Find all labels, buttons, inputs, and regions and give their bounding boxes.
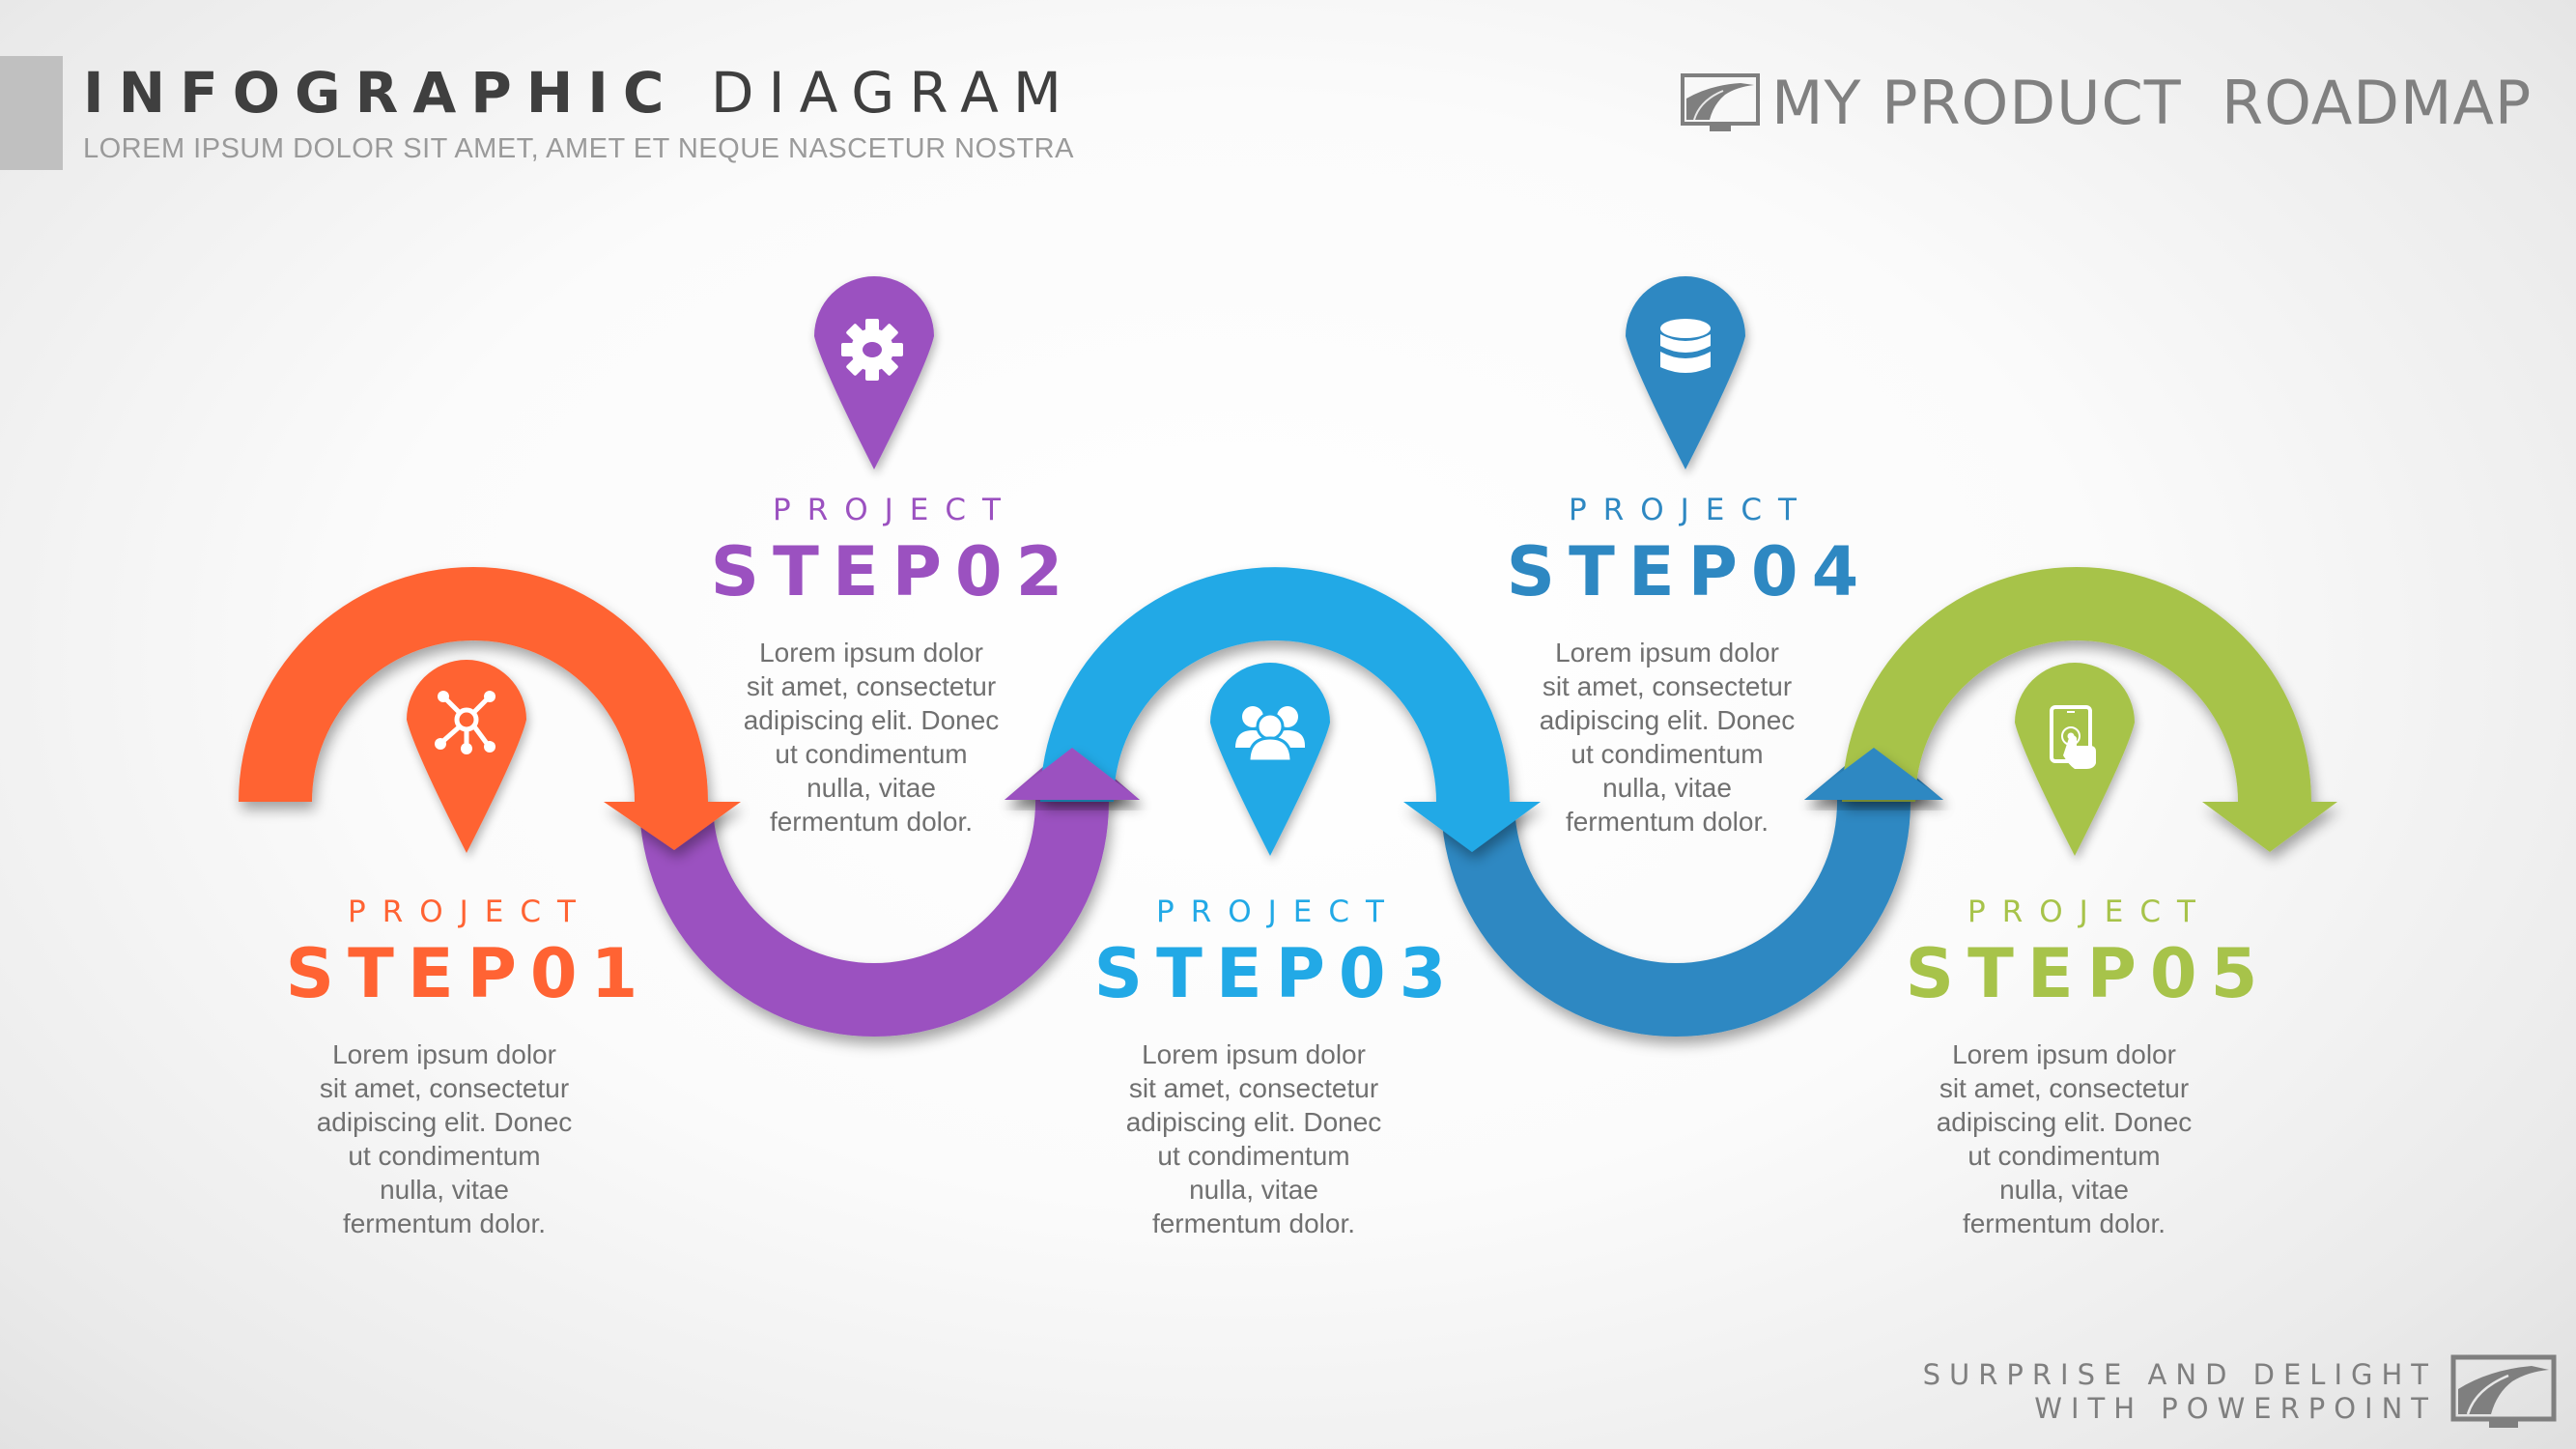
desc-line: adipiscing elit. Donec [1125,1107,1382,1137]
footer: SURPRISE AND DELIGHT WITH POWERPOINT [1923,1354,2557,1430]
step1-description: Lorem ipsum dolor sit amet, consectetur … [299,1037,589,1240]
step5-arrow [1842,567,2337,852]
step4-title: STEP04 [1506,532,1873,611]
database-icon [1660,319,1711,373]
desc-line: ut condimentum [348,1141,541,1171]
footer-line2: WITH POWERPOINT [2034,1392,2437,1425]
network-hub-icon [435,691,495,754]
desc-line: Lorem ipsum dolor [1142,1039,1366,1069]
step4-arrowhead [1804,748,1943,800]
desc-line: Lorem ipsum dolor [332,1039,556,1069]
step2-project-label: PROJECT [773,493,1017,527]
step2-description: Lorem ipsum dolor sit amet, consectetur … [726,636,1016,838]
step5-description: Lorem ipsum dolor sit amet, consectetur … [1919,1037,2209,1240]
desc-line: Lorem ipsum dolor [1952,1039,2176,1069]
step3-title: STEP03 [1093,934,1460,1013]
step2-title: STEP02 [710,532,1077,611]
step5-heading: PROJECT STEP05 [1892,895,2272,1012]
desc-line: adipiscing elit. Donec [1539,705,1796,735]
desc-line: nulla, vitae [380,1175,509,1205]
page-subtitle: LOREM IPSUM DOLOR SIT AMET, AMET ET NEQU… [83,133,1074,164]
page-title: INFOGRAPHIC DIAGRAM [83,60,1076,126]
desc-line: fermentum dolor. [1151,1208,1356,1238]
users-group-icon [1235,706,1305,763]
step4-description: Lorem ipsum dolor sit amet, consectetur … [1522,636,1812,838]
desc-line: sit amet, consectetur [1128,1073,1379,1103]
title-accent-tab [0,56,63,170]
desc-line: nulla, vitae [1602,773,1732,803]
footer-line1: SURPRISE AND DELIGHT [1922,1358,2437,1391]
desc-line: adipiscing elit. Donec [316,1107,573,1137]
desc-line: ut condimentum [1967,1141,2161,1171]
step1-arrow [239,567,741,850]
step1-heading: PROJECT STEP01 [272,895,652,1012]
step3-description: Lorem ipsum dolor sit amet, consectetur … [1109,1037,1399,1240]
desc-line: fermentum dolor. [769,807,974,837]
desc-line: ut condimentum [775,739,968,769]
brand-title: MY PRODUCT ROADMAP [1771,68,2533,138]
desc-line: fermentum dolor. [1962,1208,2166,1238]
desc-line: sit amet, consectetur [319,1073,570,1103]
step5-project-label: PROJECT [1967,895,2212,929]
desc-line: sit amet, consectetur [746,671,997,701]
step1-title: STEP01 [285,934,652,1013]
desc-line: sit amet, consectetur [1939,1073,2190,1103]
desc-line: adipiscing elit. Donec [743,705,1000,735]
step3-heading: PROJECT STEP03 [1081,895,1460,1012]
step3-project-label: PROJECT [1156,895,1401,929]
road-monitor-icon [1681,72,1760,131]
step2-arrowhead [1005,748,1140,800]
desc-line: ut condimentum [1157,1141,1350,1171]
desc-line: fermentum dolor. [1565,807,1769,837]
title-light: DIAGRAM [710,60,1076,126]
desc-line: nulla, vitae [1999,1175,2129,1205]
gear-icon [841,319,903,381]
step3-arrow [1040,567,1541,852]
step4-heading: PROJECT STEP04 [1493,493,1873,611]
footer-tagline: SURPRISE AND DELIGHT WITH POWERPOINT [1923,1358,2437,1426]
road-monitor-icon [2450,1354,2557,1428]
title-bold: INFOGRAPHIC [83,60,679,126]
desc-line: nulla, vitae [807,773,936,803]
step4-project-label: PROJECT [1569,493,1813,527]
step5-title: STEP05 [1905,934,2272,1013]
desc-line: sit amet, consectetur [1542,671,1793,701]
brand: MY PRODUCT ROADMAP [1681,68,2532,138]
tablet-touch-icon [2050,705,2096,769]
step2-heading: PROJECT STEP02 [697,493,1077,611]
desc-line: adipiscing elit. Donec [1936,1107,2193,1137]
desc-line: Lorem ipsum dolor [1555,638,1779,668]
desc-line: ut condimentum [1571,739,1764,769]
step1-pin[interactable] [407,660,526,853]
desc-line: Lorem ipsum dolor [759,638,983,668]
desc-line: fermentum dolor. [342,1208,547,1238]
step1-project-label: PROJECT [348,895,592,929]
desc-line: nulla, vitae [1189,1175,1318,1205]
